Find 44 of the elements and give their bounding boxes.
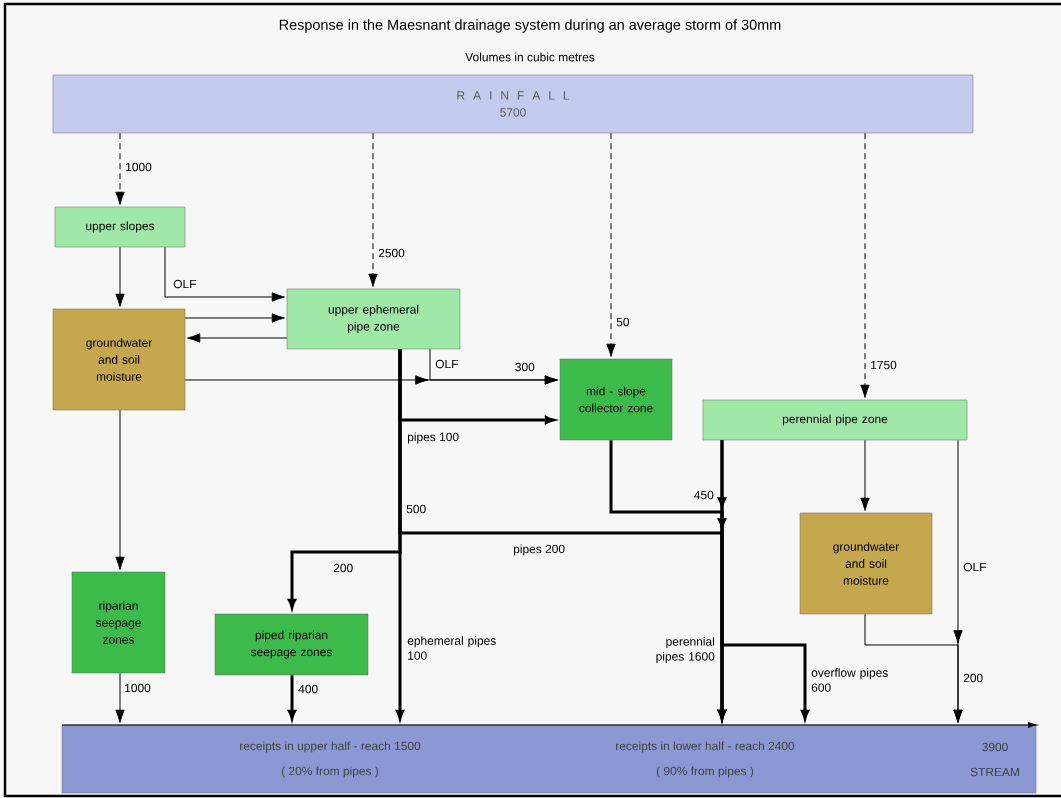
arrow: [164, 246, 285, 302]
edge-label: perennial pipes 1600: [656, 636, 715, 664]
title: Response in the Maesnant drainage system during an average storm of 30mm: [279, 19, 781, 33]
arrow: [184, 313, 285, 323]
rainfall-band: R A I N F A L L 5700: [52, 74, 974, 134]
edge-label: 1000: [125, 683, 151, 693]
edge-label: pipes 100: [407, 432, 459, 444]
edge-label: 2500: [378, 248, 405, 258]
arrow: [115, 409, 125, 570]
store-box: groundwater and soil moisture: [52, 308, 186, 411]
edge-label: OLF: [963, 562, 986, 572]
edge-label: 300: [515, 362, 535, 372]
stream-band: receipts in upper half - reach 1500 ( 20% from pipes ) receipts in lower half - reach 2400 ( 90% from pipes ) 3900 STREAM: [61, 724, 1037, 794]
edge-label: pipes 200: [513, 544, 565, 556]
arrow: [115, 132, 125, 205]
flow-value: 500: [406, 504, 426, 514]
arrow: [606, 132, 616, 357]
arrow: [860, 132, 870, 398]
zone-box: piped riparian seepage zones: [214, 613, 369, 676]
zone-box: riparian seepage zones: [71, 571, 166, 674]
edge-label: 1000: [126, 162, 152, 172]
store-box: groundwater and soil moisture: [799, 512, 933, 615]
arrow: [187, 333, 288, 343]
edge-label: 200: [963, 673, 983, 683]
edge-label: 400: [298, 684, 318, 694]
edge-label: ephemeral pipes 100: [407, 636, 496, 660]
arrow: [864, 613, 963, 723]
edge-label: OLF: [173, 279, 196, 289]
arrow: [860, 439, 870, 511]
zone-box: upper slopes: [54, 206, 186, 248]
subtitle: Volumes in cubic metres: [465, 52, 595, 62]
edge-label: OLF: [435, 359, 458, 369]
arrow: [115, 246, 125, 307]
zone-box: upper ephemeral pipe zone: [286, 288, 461, 350]
arrow: [415, 348, 558, 385]
arrow: [115, 672, 125, 723]
zone-box: mid - slope collector zone: [559, 358, 673, 441]
arrow: [368, 132, 378, 287]
zone-box: perennial pipe zone: [702, 399, 968, 441]
edge-label: 50: [616, 317, 630, 327]
edge-label: 450: [694, 490, 714, 500]
edge-label: 1750: [871, 360, 897, 370]
edge-label: 200: [333, 563, 353, 573]
edge-label: overflow pipes 600: [811, 668, 888, 692]
